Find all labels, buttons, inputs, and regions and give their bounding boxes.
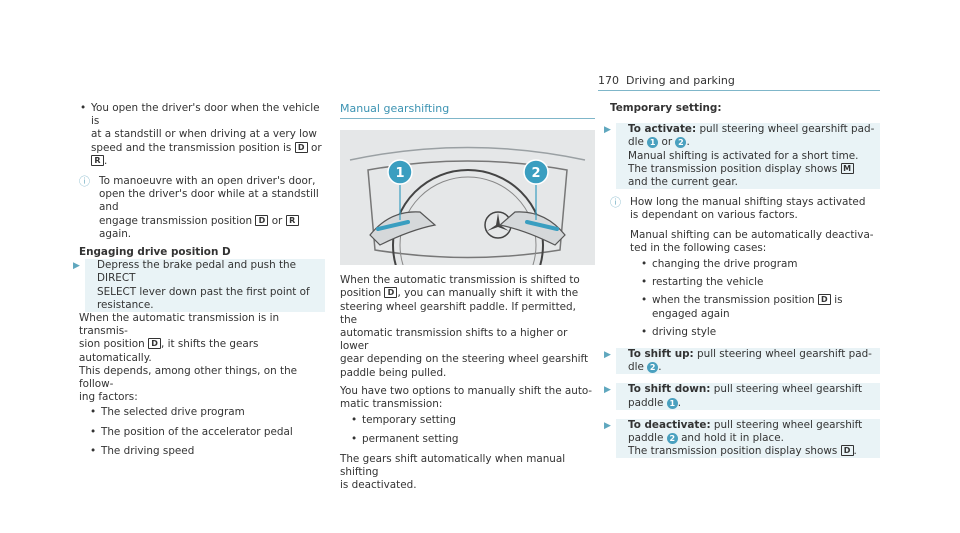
callout-1: 1	[395, 166, 404, 181]
section-title-temporary: Temporary setting:	[610, 102, 722, 114]
column-right: Temporary setting: ▶ To activate: pull s…	[604, 102, 880, 459]
callout-2-icon: 2	[647, 362, 659, 374]
paragraph-options: You have two options to manually shift t…	[340, 384, 593, 411]
bullet-door-open: You open the driver's door when the vehi…	[79, 102, 325, 168]
list-item: driving style	[640, 326, 880, 339]
step-depress-brake: ▶ Depress the brake pedal and push the D…	[73, 259, 325, 313]
callout-2-icon: 2	[666, 433, 678, 445]
position-d-icon: D	[384, 287, 398, 299]
paragraph-manual-shift: When the automatic transmission is shift…	[340, 274, 589, 379]
section-title-engaging-d: Engaging drive position D	[79, 246, 231, 259]
info-note-duration: ⓘ How long the manual shifting stays act…	[610, 196, 880, 339]
page-number: 170	[598, 74, 619, 87]
position-d-icon: D	[817, 294, 831, 306]
column-middle: Manual gearshifting 1 2 When the automat…	[340, 102, 595, 492]
steering-wheel-drawing: 1 2	[340, 130, 595, 266]
position-d-icon: D	[148, 338, 162, 350]
step-arrow-icon: ▶	[604, 385, 611, 396]
step-arrow-icon: ▶	[604, 125, 611, 136]
step-shift-up: ▶ To shift up: pull steering wheel gears…	[604, 348, 880, 375]
info-icon: ⓘ	[79, 175, 90, 189]
position-r-icon: R	[91, 154, 104, 166]
position-d-icon: D	[255, 214, 269, 226]
header-rule	[598, 90, 880, 91]
list-item: temporary setting	[350, 414, 595, 427]
callout-2: 2	[531, 166, 540, 181]
step-shift-down: ▶ To shift down: pull steering wheel gea…	[604, 383, 880, 410]
page-title: Driving and parking	[626, 74, 735, 87]
step-arrow-icon: ▶	[73, 261, 80, 272]
position-d-icon: D	[294, 141, 308, 153]
list-item: permanent setting	[350, 433, 595, 446]
info-note-manoeuvre: ⓘ To manoeuvre with an open driver's doo…	[79, 175, 319, 240]
steering-wheel-illustration: 1 2	[340, 130, 595, 266]
position-m-icon: M	[840, 162, 854, 174]
step-deactivate: ▶ To deactivate: pull steering wheel gea…	[604, 418, 880, 459]
position-d-icon: D	[840, 445, 854, 457]
list-item: changing the drive program	[640, 258, 880, 271]
paragraph-deactivated: The gears shift automatically when manua…	[340, 452, 566, 492]
column-left: You open the driver's door when the vehi…	[73, 102, 325, 458]
step-arrow-icon: ▶	[604, 420, 611, 431]
callout-1-icon: 1	[647, 137, 659, 149]
list-item: The position of the accelerator pedal	[89, 426, 325, 439]
list-item: The selected drive program	[89, 406, 325, 419]
list-item: restarting the vehicle	[640, 276, 880, 289]
list-item: The driving speed	[89, 445, 325, 458]
callout-2-icon: 2	[675, 137, 687, 149]
list-item: when the transmission position D is enga…	[640, 294, 880, 320]
position-r-icon: R	[285, 214, 299, 226]
page-header: 170 Driving and parking	[598, 74, 880, 91]
step-activate: ▶ To activate: pull steering wheel gears…	[604, 123, 880, 190]
callout-1-icon: 1	[666, 397, 678, 409]
info-icon: ⓘ	[610, 196, 621, 210]
paragraph-automatic: When the automatic transmission is in tr…	[79, 312, 298, 404]
step-arrow-icon: ▶	[604, 350, 611, 361]
section-title-manual: Manual gearshifting	[340, 102, 595, 120]
